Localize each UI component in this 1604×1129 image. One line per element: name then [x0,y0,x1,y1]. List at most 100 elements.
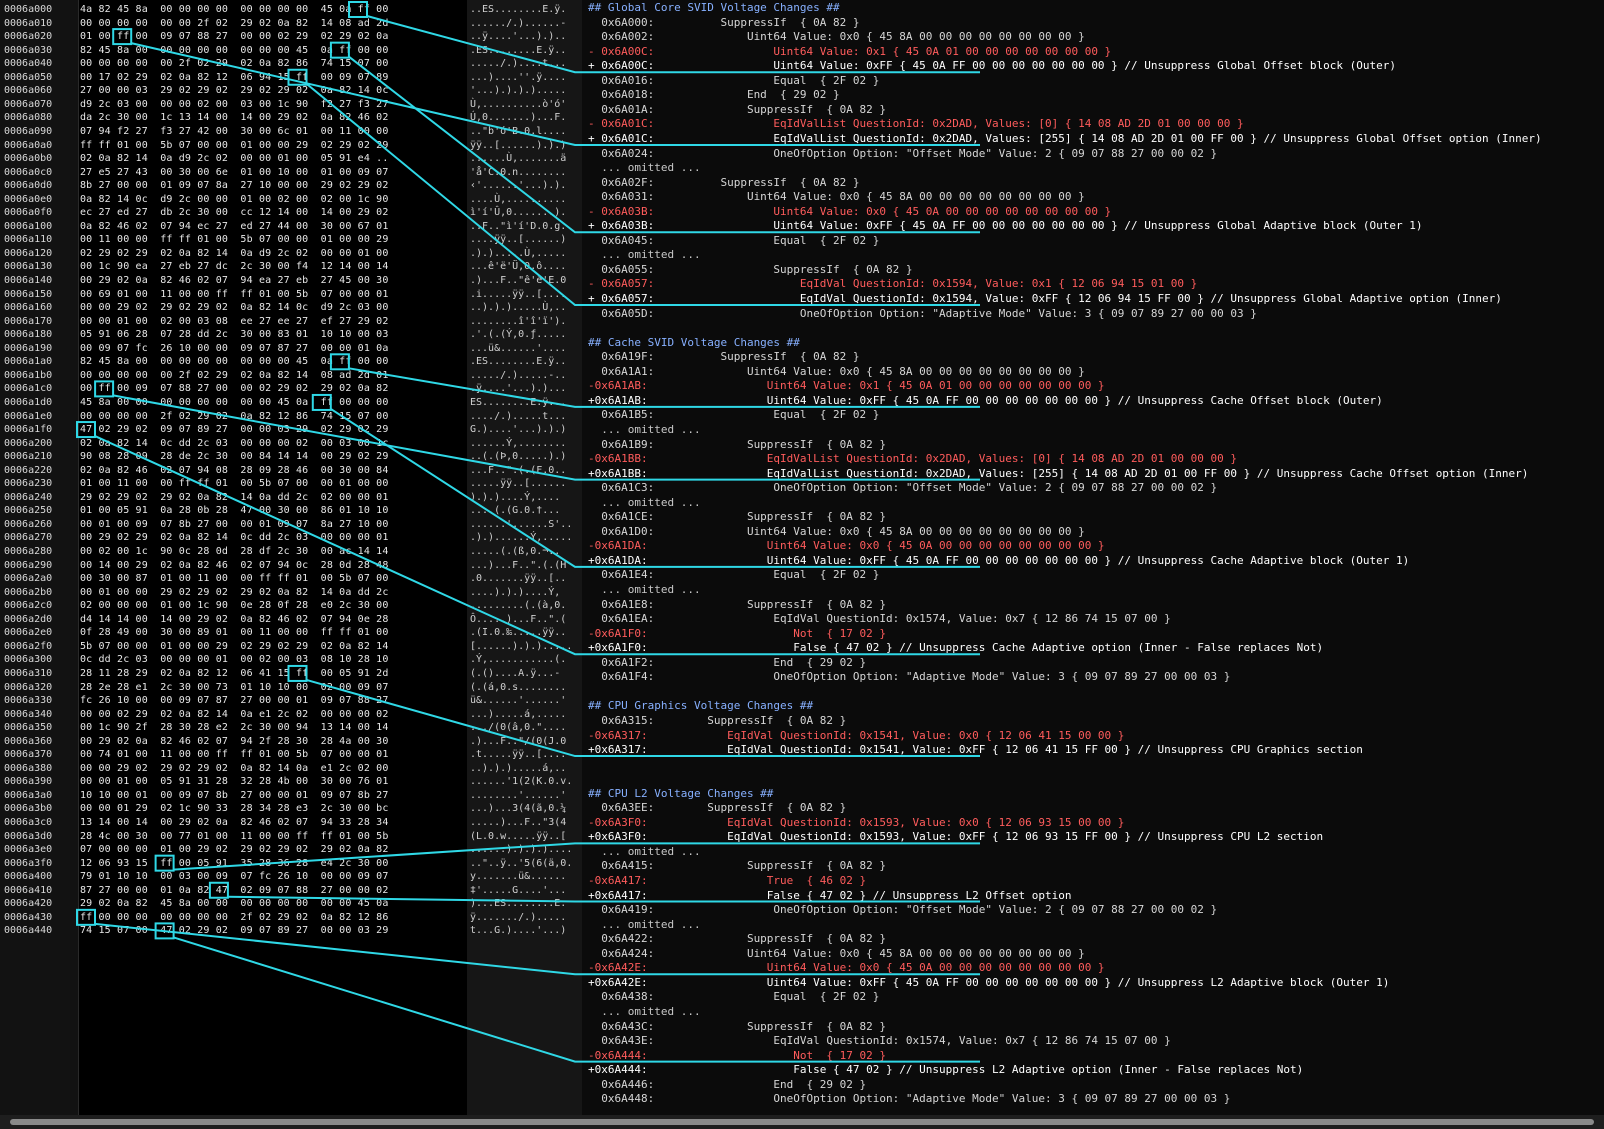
hex-ascii: ÿ......./.)..... [470,911,567,923]
diff-context-line: 0x6A422: SuppressIf { 0A 82 } [588,932,887,946]
diff-context-line: 0x6A016: Equal { 2F 02 } [588,73,880,87]
omitted-marker: ... omitted ... [588,917,701,931]
scrollbar-thumb[interactable] [10,1119,1594,1125]
hex-bytes: da 2c 30 00 1c 13 14 00 14 00 29 02 0a 8… [80,112,389,124]
hex-address: 0006a3e0 [4,844,53,856]
hex-ascii: Ú,0.......)...F. [470,112,567,124]
section-heading: ## CPU Graphics Voltage Changes ## [588,699,814,713]
hex-ascii: t...G.)....'...) [470,925,567,937]
hex-bytes: 8b 27 00 00 01 09 07 8a 27 10 00 00 29 0… [80,180,389,192]
diff-removed-line: -0x6A317: EqIdVal QuestionId: 0x1541, Va… [588,728,1125,742]
hex-address: 0006a1a0 [4,356,53,368]
hex-bytes: 0f 28 49 00 30 00 89 01 00 11 00 00 ff f… [80,627,389,639]
diff-context-line: 0x6A43E: EqIdVal QuestionId: 0x1574, Val… [588,1034,1171,1048]
hex-ascii: ..).).).....Ù,.. [470,302,567,314]
hex-ascii: ..ES........E.ÿ. [470,4,567,15]
diff-context-line: 0x6A000: SuppressIf { 0A 82 } [588,15,860,29]
hex-address: 0006a150 [4,288,53,300]
horizontal-scrollbar[interactable] [0,1115,1604,1129]
patch-diff-pane[interactable]: ## Global Core SVID Voltage Changes ## 0… [582,0,1604,1115]
hex-bytes: 5b 07 00 00 01 00 00 29 02 29 02 29 02 0… [80,640,389,652]
diff-context-line: 0x6A055: SuppressIf { 0A 82 } [588,262,913,276]
diff-context-line: 0x6A1EA: EqIdVal QuestionId: 0x1574, Val… [588,612,1171,626]
hex-address: 0006a2c0 [4,600,53,612]
diff-context-line: 0x6A1E8: SuppressIf { 0A 82 } [588,597,887,611]
hex-address: 0006a0a0 [4,139,53,151]
patched-byte-highlight [94,380,115,398]
hex-ascii: .....(.(ß,0.¬.. [470,546,561,557]
hex-ascii: ...../.).....-.. [470,369,567,381]
hex-address: 0006a140 [4,275,53,286]
hex-address: 0006a0c0 [4,166,53,178]
hex-ascii: .....)...F.."3(4 [470,817,567,828]
omitted-marker: ... omitted ... [588,161,701,175]
patch-connector-line [173,936,980,1063]
hex-ascii: ....Ù,.......... [470,193,567,205]
hex-ascii: .."..ÿ..'5(6(ä,0. [470,857,573,869]
diff-context-line: 0x6A19F: SuppressIf { 0A 82 } [588,350,860,364]
hex-bytes: 00 30 00 87 01 00 11 00 00 ff ff 01 00 5… [80,573,389,585]
hex-address: 0006a1c0 [4,383,53,395]
diff-added-line: + 0x6A00C: Uint64 Value: 0xFF { 45 0A FF… [588,59,1396,73]
hex-address: 0006a320 [4,681,53,693]
hex-bytes: ff 00 00 00 00 00 00 00 2f 02 29 02 0a 8… [80,911,389,923]
hex-ascii: ....ÿÿ..[......) [470,234,567,246]
hex-ascii: .....ÿÿ..[...... [470,478,567,490]
hex-address: 0006a360 [4,735,53,747]
hex-ascii: ‡'.....G....'... [470,884,567,896]
hex-address: 0006a110 [4,234,53,246]
hex-address: 0006a3d0 [4,830,53,842]
hex-address: 0006a310 [4,667,53,679]
diff-context-line: 0x6A424: Uint64 Value: 0x0 { 45 8A 00 00… [588,946,1085,960]
hex-address: 0006a400 [4,871,53,883]
patched-byte-highlight [112,28,133,46]
patched-byte-highlight [287,664,308,682]
hex-bytes: 27 00 00 03 29 02 29 02 29 02 29 02 0a 8… [80,85,389,97]
patch-connector-line [348,367,980,408]
diff-added-line: + 0x6A01C: EqIdValList QuestionId: 0x2DA… [588,131,1542,145]
hex-address: 0006a2b0 [4,586,53,598]
hex-bytes: 01 00 ff 00 09 07 88 27 00 00 02 29 02 2… [80,31,389,43]
hex-ascii: ÿÿ..[......).).) [470,139,567,151]
omitted-marker: ... omitted ... [588,844,701,858]
diff-removed-line: - 0x6A03B: Uint64 Value: 0x0 { 45 0A 00 … [588,204,1112,218]
hex-address: 0006a250 [4,505,53,517]
diff-added-line: +0x6A444: False { 47 02 } // Unsuppress … [588,1063,1304,1077]
diff-context-line: 0x6A1A1: Uint64 Value: 0x0 { 45 8A 00 00… [588,364,1085,378]
hex-address: 0006a060 [4,85,53,97]
hex-ascii: .0.......ÿÿ..[.. [470,573,567,585]
hex-address: 0006a220 [4,464,53,476]
hex-ascii: ...)...F..".(.(H [470,559,567,571]
hex-address: 0006a120 [4,247,53,259]
section-heading: ## CPU L2 Voltage Changes ## [588,786,774,800]
hex-ascii: Ù,..........ò'ó' [470,98,567,110]
diff-added-line: + 0x6A057: EqIdVal QuestionId: 0x1594, V… [588,292,1502,305]
hex-address: 0006a1b0 [4,369,53,381]
hex-bytes: 00 00 00 00 00 2f 02 29 02 0a 82 14 08 a… [80,369,389,381]
hex-address: 0006a200 [4,437,53,449]
patch-connector-line [348,55,980,234]
patched-byte-highlight [329,41,350,59]
hex-address: 0006a2f0 [4,640,53,652]
hex-ascii: G.)....'...).).) [470,424,567,436]
hex-address: 0006a080 [4,112,53,124]
hex-bytes: ec 27 ed 27 db 2c 30 00 cc 12 14 00 14 0… [80,207,389,219]
hex-ascii: .'.(.(Ý,0.ƒ..... [470,329,567,341]
hex-ascii: ü&......'......' [470,695,567,707]
diff-removed-line: -0x6A1AB: Uint64 Value: 0x1 { 45 0A 01 0… [588,379,1105,393]
hex-bytes: 02 00 00 00 01 00 1c 90 0e 28 0f 28 e0 2… [80,600,389,612]
hex-ascii: .ES........E.ÿ.. [470,44,567,56]
diff-context-line: 0x6A419: OneOfOption Option: "Offset Mod… [588,903,1218,917]
hex-ascii: y.......ü&...... [470,871,567,883]
hex-ascii: .t.....ÿÿ..[.... [470,749,567,761]
hex-ascii: '...).).).)..... [470,85,567,97]
hex-bytes: 00 00 00 00 00 2f 02 29 02 0a 82 86 74 1… [80,58,389,70]
hex-ascii: .)...F.."/(0(J.0 [470,735,567,747]
diff-added-line: +0x6A1AB: Uint64 Value: 0xFF { 45 0A FF … [588,393,1383,407]
diff-added-line: + 0x6A03B: Uint64 Value: 0xFF { 45 0A FF… [588,219,1423,233]
hex-address: 0006a100 [4,220,53,232]
diff-context-line: 0x6A43C: SuppressIf { 0A 82 } [588,1019,887,1033]
diff-context-line: 0x6A315: SuppressIf { 0A 82 } [588,713,847,727]
diff-context-line: 0x6A018: End { 29 02 } [588,88,840,102]
